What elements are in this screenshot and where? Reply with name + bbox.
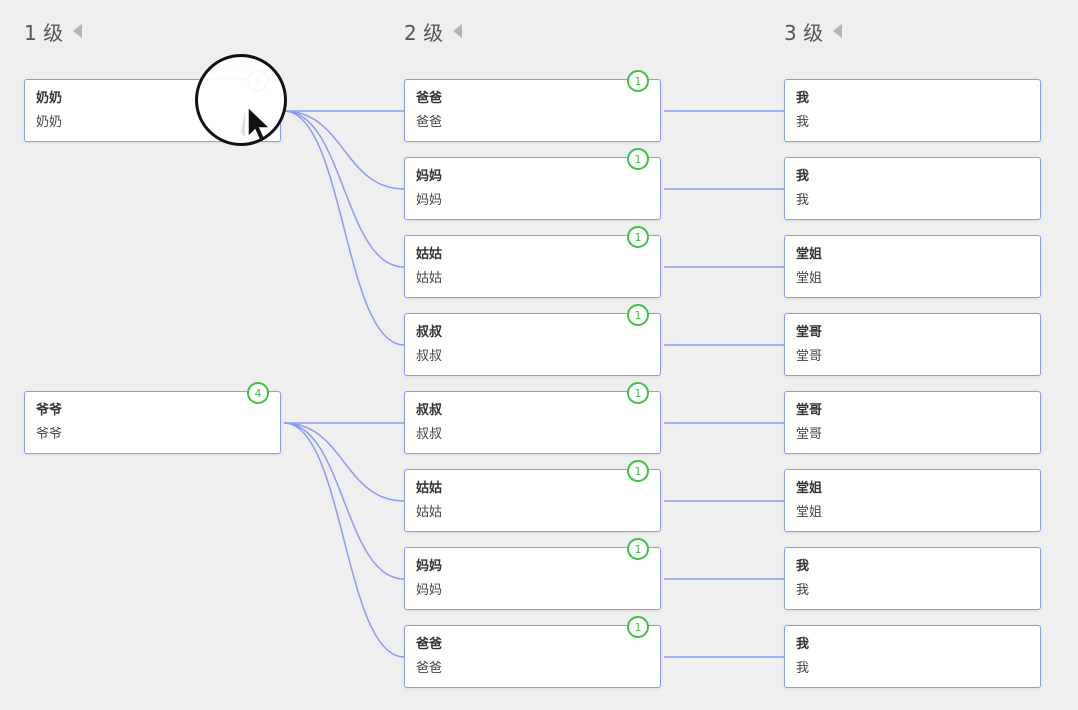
node-subtitle: 堂姐 <box>796 271 823 286</box>
node-title: 我 <box>796 637 810 652</box>
node-subtitle: 奶奶 <box>36 115 63 130</box>
node-title: 叔叔 <box>416 325 443 340</box>
child-count-badge[interactable]: 1 <box>627 226 649 248</box>
node-title: 姑姑 <box>416 481 443 496</box>
child-count-badge[interactable]: 1 <box>627 460 649 482</box>
node-title: 叔叔 <box>416 403 443 418</box>
level-2-header: 2 级 <box>404 18 463 45</box>
node-title: 爸爸 <box>416 637 443 652</box>
child-count-badge[interactable]: 1 <box>627 304 649 326</box>
node-subtitle: 我 <box>796 115 810 130</box>
level-1-title: 1 级 <box>24 20 64 45</box>
level3-node[interactable]: 堂哥 堂哥 <box>784 391 1041 454</box>
level1-node-grandpa[interactable]: 爷爷 爷爷 4 <box>24 382 281 454</box>
level-1-header: 1 级 <box>24 18 83 45</box>
node-title: 我 <box>796 91 810 106</box>
node-subtitle: 我 <box>796 193 810 208</box>
connector-line <box>283 110 405 346</box>
level3-node[interactable]: 堂哥 堂哥 <box>784 313 1041 376</box>
node-subtitle: 妈妈 <box>416 583 443 598</box>
level-3-title: 3 级 <box>784 20 824 45</box>
collapse-arrow-icon[interactable] <box>833 24 843 38</box>
connector-line <box>283 422 405 658</box>
level2-node[interactable]: 妈妈 妈妈 1 <box>404 538 661 610</box>
level2-node[interactable]: 姑姑 姑姑 1 <box>404 226 661 298</box>
level2-node[interactable]: 叔叔 叔叔 1 <box>404 382 661 454</box>
node-subtitle: 姑姑 <box>416 271 443 286</box>
node-title: 爸爸 <box>416 91 443 106</box>
node-subtitle: 叔叔 <box>416 349 443 364</box>
cursor-magnifier <box>195 54 287 146</box>
node-subtitle: 堂哥 <box>796 349 823 364</box>
node-title: 姑姑 <box>416 247 443 262</box>
level3-node[interactable]: 我 我 <box>784 625 1041 688</box>
child-count-badge[interactable]: 1 <box>627 616 649 638</box>
node-subtitle: 堂姐 <box>796 505 823 520</box>
node-subtitle: 爸爸 <box>416 115 443 130</box>
level3-node[interactable]: 我 我 <box>784 157 1041 220</box>
level-2-title: 2 级 <box>404 20 444 45</box>
level2-node[interactable]: 爸爸 爸爸 1 <box>404 616 661 688</box>
level3-node[interactable]: 堂姐 堂姐 <box>784 235 1041 298</box>
level2-node[interactable]: 姑姑 姑姑 1 <box>404 460 661 532</box>
node-title: 爷爷 <box>36 403 63 418</box>
node-subtitle: 堂哥 <box>796 427 823 442</box>
level2-node[interactable]: 爸爸 爸爸 1 <box>404 70 661 142</box>
level3-node[interactable]: 我 我 <box>784 79 1041 142</box>
node-title: 我 <box>796 559 810 574</box>
node-title: 堂姐 <box>796 247 823 262</box>
connector-line <box>283 422 405 502</box>
level3-node[interactable]: 我 我 <box>784 547 1041 610</box>
collapse-arrow-icon[interactable] <box>453 24 463 38</box>
node-title: 我 <box>796 169 810 184</box>
level3-node[interactable]: 堂姐 堂姐 <box>784 469 1041 532</box>
node-subtitle: 妈妈 <box>416 193 443 208</box>
node-subtitle: 爸爸 <box>416 661 443 676</box>
connector-line <box>283 422 405 580</box>
node-title: 奶奶 <box>36 91 63 106</box>
level-3-header: 3 级 <box>784 18 843 45</box>
node-subtitle: 爷爷 <box>36 427 63 442</box>
level2-node[interactable]: 妈妈 妈妈 1 <box>404 148 661 220</box>
node-title: 堂哥 <box>796 325 823 340</box>
child-count-badge[interactable]: 4 <box>247 382 269 404</box>
node-title: 妈妈 <box>416 169 443 184</box>
collapse-arrow-icon[interactable] <box>73 24 83 38</box>
level2-node[interactable]: 叔叔 叔叔 1 <box>404 304 661 376</box>
node-subtitle: 我 <box>796 661 810 676</box>
child-count-badge[interactable]: 1 <box>627 148 649 170</box>
child-count-badge[interactable]: 1 <box>627 382 649 404</box>
connector-line <box>283 110 405 268</box>
mouse-pointer-icon <box>241 105 272 142</box>
node-title: 堂姐 <box>796 481 823 496</box>
node-subtitle: 我 <box>796 583 810 598</box>
connector-line <box>283 110 405 190</box>
node-title: 妈妈 <box>416 559 443 574</box>
child-count-badge[interactable]: 1 <box>627 70 649 92</box>
node-subtitle: 姑姑 <box>416 505 443 520</box>
child-count-badge[interactable]: 1 <box>627 538 649 560</box>
node-title: 堂哥 <box>796 403 823 418</box>
node-subtitle: 叔叔 <box>416 427 443 442</box>
